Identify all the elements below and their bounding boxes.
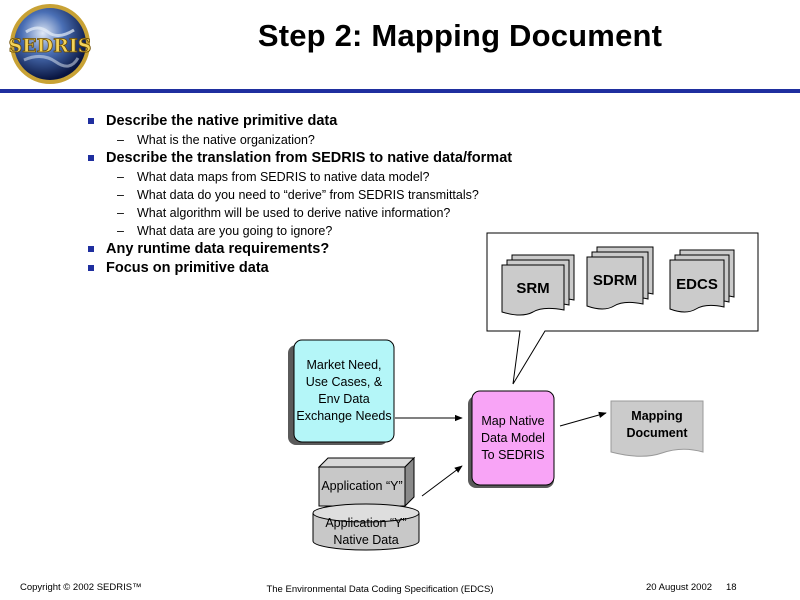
native-data-label: Application “Y” Native Data (325, 516, 407, 547)
edcs-document-stack (669, 249, 735, 313)
mapping-document-shape (610, 400, 704, 457)
title-divider (0, 89, 800, 93)
bullet-item: Describe the native primitive data (84, 112, 554, 131)
logo-text: SEDRIS (8, 35, 91, 57)
sub-bullet-item: What data are you going to ignore? (84, 222, 554, 240)
application-label: Application “Y” (321, 479, 403, 493)
bullet-item: Describe the translation from SEDRIS to … (84, 149, 554, 168)
bullet-item: Any runtime data requirements? (84, 240, 554, 259)
sub-bullet-item: What is the native organization? (84, 131, 554, 149)
sedris-logo: SEDRIS (8, 4, 92, 84)
sub-bullet-item: What data maps from SEDRIS to native dat… (84, 168, 554, 186)
footer-page-number: 18 (726, 582, 737, 593)
map-native-box (471, 390, 555, 486)
native-data-cylinder (312, 503, 420, 551)
srm-document-stack (501, 254, 575, 316)
slide-title: Step 2: Mapping Document (257, 18, 663, 53)
map-native-label: Map Native Data Model To SEDRIS (481, 413, 545, 462)
sub-bullet-item: What algorithm will be used to derive na… (84, 204, 554, 222)
mapping-document-label: Mapping Document (626, 409, 688, 440)
market-need-label: Market Need, Use Cases, & Env Data Excha… (296, 358, 392, 423)
sub-bullet-item: What data do you need to “derive” from S… (84, 186, 554, 204)
arrow-application-to-map (421, 465, 463, 497)
bullet-item: Focus on primitive data (84, 259, 554, 278)
sdrm-label: SDRM (592, 271, 638, 289)
market-need-box (293, 339, 395, 443)
edcs-label: EDCS (676, 275, 718, 293)
sdrm-document-stack (586, 246, 654, 310)
bullet-list: Describe the native primitive data What … (84, 112, 554, 278)
application-box (317, 456, 416, 508)
footer-copyright: Copyright © 2002 SEDRIS™ (20, 582, 142, 593)
footer-title: The Environmental Data Coding Specificat… (266, 584, 494, 595)
srm-label: SRM (516, 279, 550, 297)
footer-date: 20 August 2002 (646, 582, 713, 593)
arrow-map-to-document (559, 411, 607, 427)
